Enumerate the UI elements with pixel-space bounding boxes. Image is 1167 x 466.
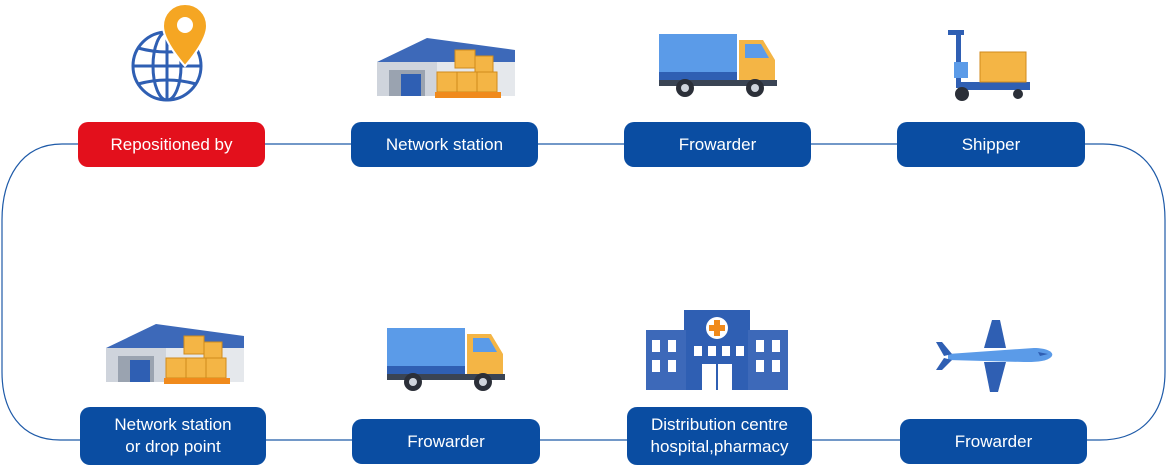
node-distribution-centre: Distribution centre hospital,pharmacy — [627, 407, 812, 465]
hand-trolley-icon — [948, 30, 1030, 101]
node-label: Network station — [385, 134, 504, 154]
warehouse-icon — [106, 324, 244, 384]
truck-icon — [387, 328, 505, 391]
globe-location-icon — [131, 2, 209, 102]
node-frowarder-top: Frowarder — [624, 122, 811, 167]
node-label: Distribution centre hospital,pharmacy — [650, 415, 789, 456]
node-label: Shipper — [961, 134, 1021, 154]
node-frowarder-bottom-right: Frowarder — [900, 419, 1087, 464]
hospital-icon — [646, 310, 788, 390]
node-label: Frowarder — [407, 431, 485, 451]
node-label: Frowarder — [678, 134, 757, 154]
node-network-station: Network station — [351, 122, 538, 167]
node-label: Network station or drop point — [114, 415, 232, 456]
node-label: Frowarder — [954, 431, 1033, 451]
truck-icon — [659, 34, 777, 97]
node-shipper: Shipper — [897, 122, 1085, 167]
node-label: Repositioned by — [110, 134, 233, 154]
warehouse-icon — [377, 38, 515, 98]
airplane-icon — [936, 320, 1053, 392]
node-network-station-drop-point: Network station or drop point — [80, 407, 266, 465]
node-repositioned-by: Repositioned by — [78, 122, 265, 167]
node-frowarder-bottom-left: Frowarder — [352, 419, 540, 464]
